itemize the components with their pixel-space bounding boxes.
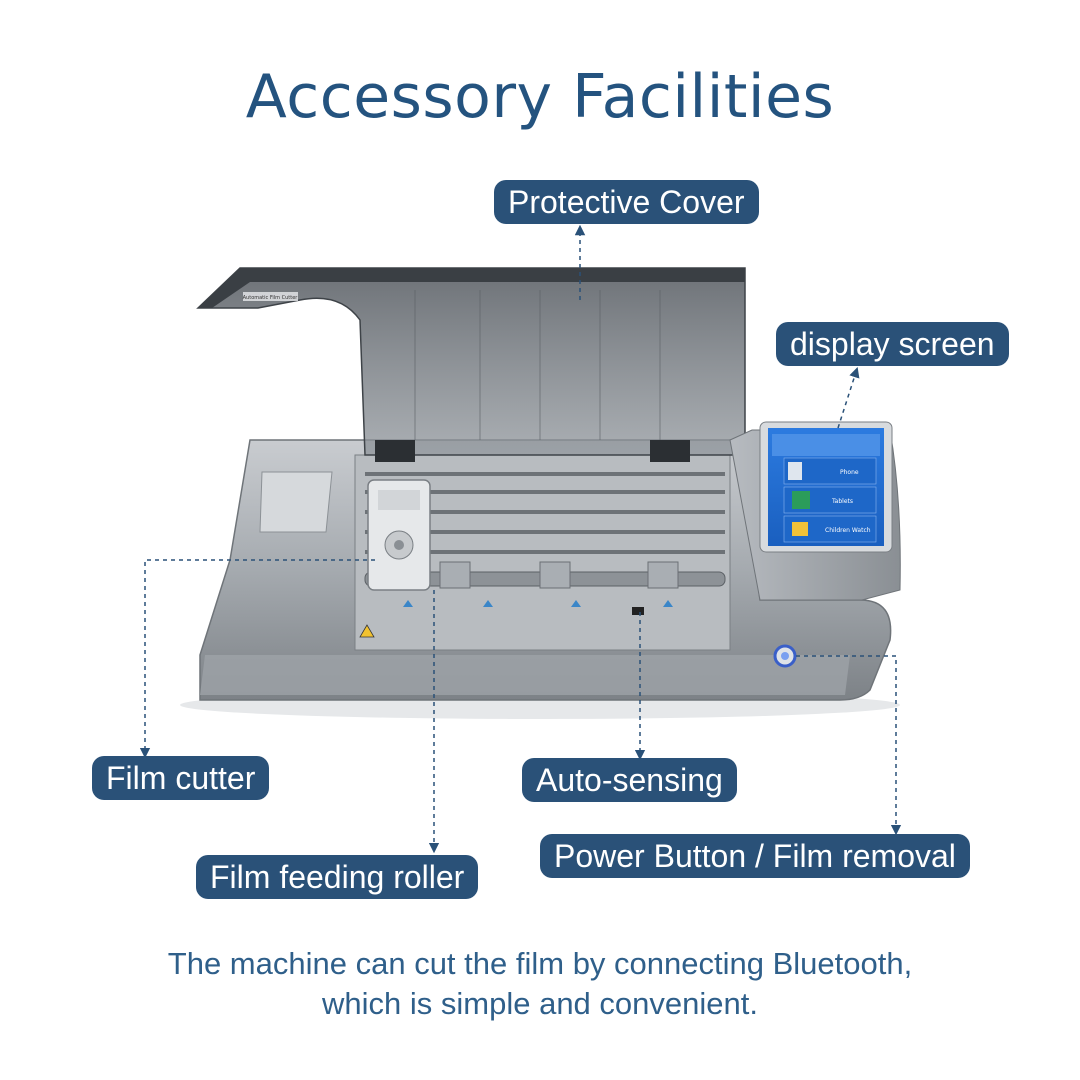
- screen-watch-label: Children Watch: [825, 527, 871, 534]
- caption: The machine can cut the film by connecti…: [0, 944, 1080, 1024]
- screen-tablets-label: Tablets: [831, 498, 853, 505]
- tool-tray: [259, 471, 333, 533]
- callout-protective-cover: Protective Cover: [494, 180, 759, 224]
- callout-power-button: Power Button / Film removal: [540, 834, 970, 878]
- auto-sensing-slot: [632, 607, 644, 615]
- callout-film-feeding-roller: Film feeding roller: [196, 855, 479, 899]
- leader-power-button: [796, 655, 902, 836]
- callout-auto-sensing: Auto-sensing: [522, 758, 737, 802]
- cover-hinge-left: [375, 440, 415, 462]
- protective-cover-shape: [196, 267, 746, 456]
- cover-hinge-right: [650, 440, 690, 462]
- caption-line-1: The machine can cut the film by connecti…: [167, 946, 913, 981]
- film-cutter-head: [367, 479, 431, 591]
- callout-display-screen: display screen: [776, 322, 1009, 366]
- callout-film-cutter: Film cutter: [92, 756, 270, 800]
- warning-icon: [359, 624, 375, 638]
- display-screen-shape: Phone Tablets Children Watch: [759, 421, 893, 553]
- caption-line-2: which is simple and convenient.: [322, 986, 758, 1021]
- leader-display-screen: [837, 367, 860, 429]
- screen-phone-label: Phone: [840, 469, 859, 476]
- lid-label: Automatic Film Cutter: [243, 295, 299, 301]
- page-title: Accessory Facilities: [245, 62, 835, 132]
